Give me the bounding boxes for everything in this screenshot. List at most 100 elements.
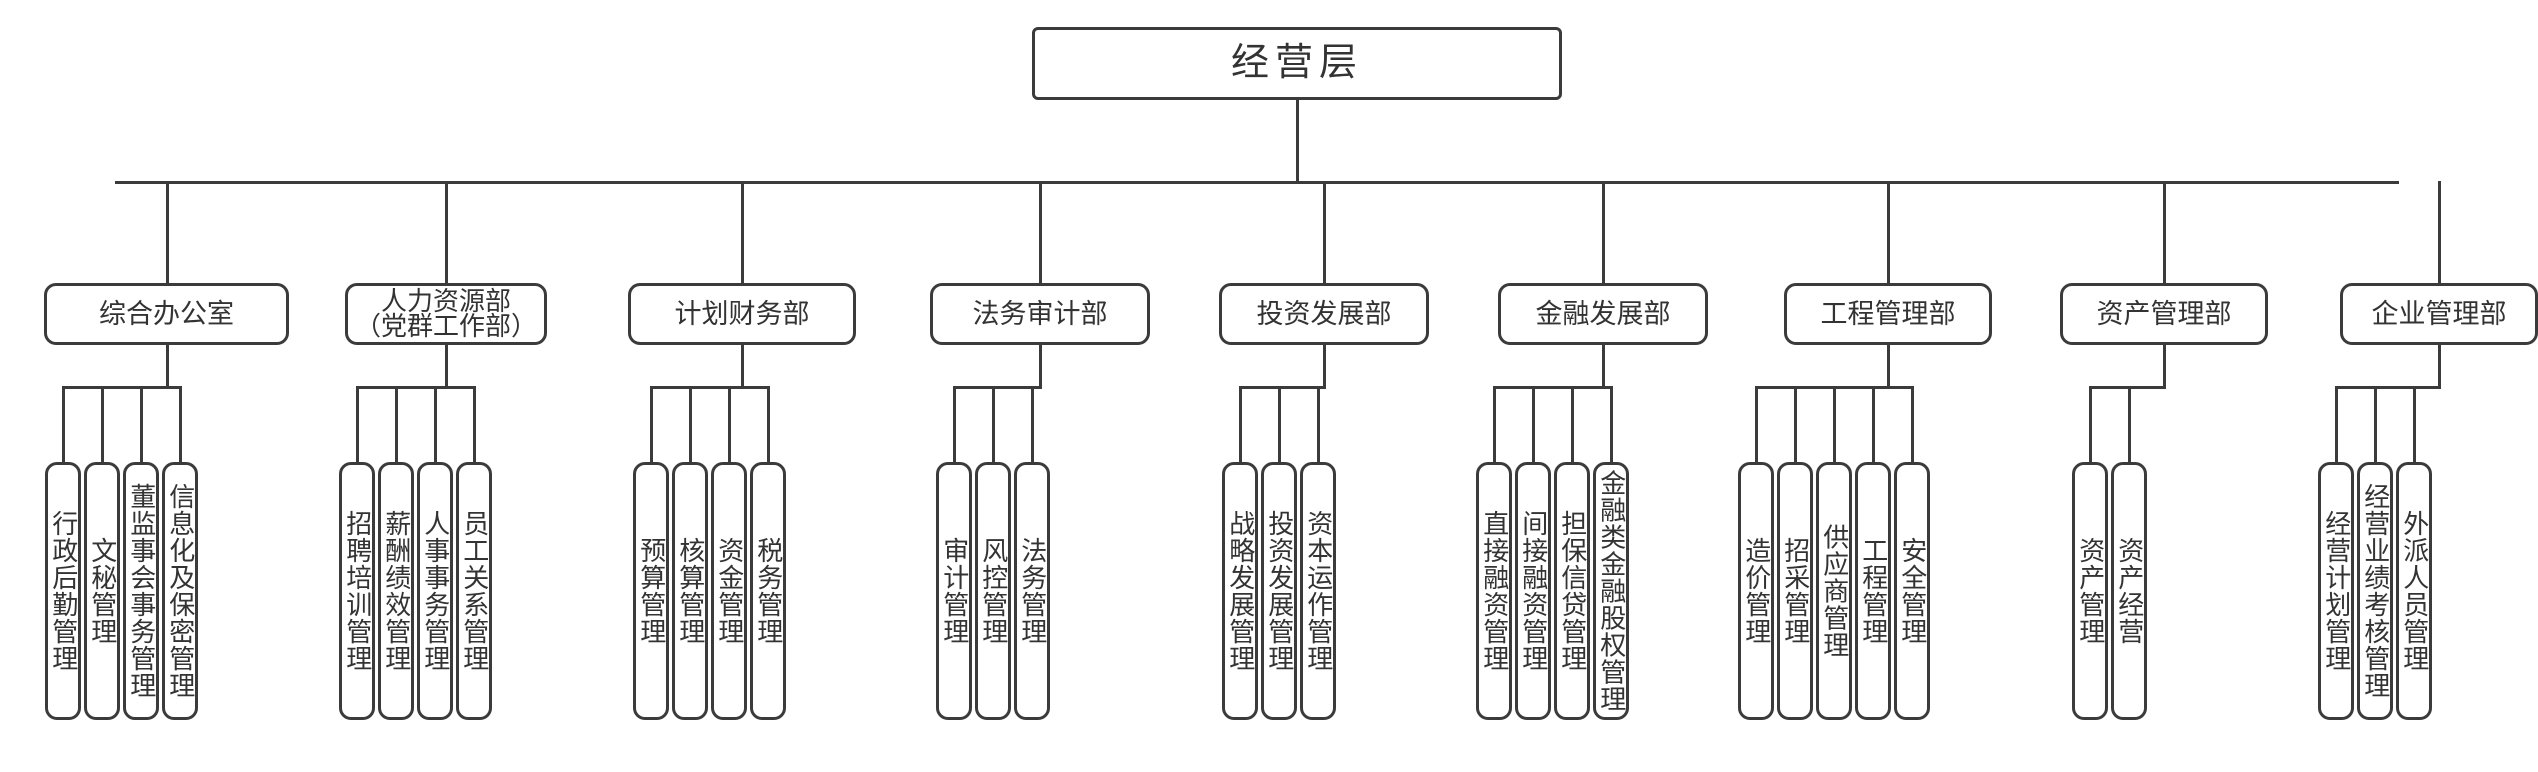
- leaf-node-1-2[interactable]: 文秘管理: [84, 462, 120, 720]
- leaf-node-1-4[interactable]: 信息化及保密管理: [162, 462, 198, 720]
- dept-node-label-8: 资产管理部: [2096, 298, 2232, 329]
- leaf-node-6-1[interactable]: 直接融资管理: [1476, 462, 1512, 720]
- leaf-stem-6-4: [1610, 386, 1613, 466]
- leaf-node-3-2[interactable]: 核算管理: [672, 462, 708, 720]
- leaf-node-2-2[interactable]: 薪酬绩效管理: [378, 462, 414, 720]
- leaf-node-label-7-1: 造价管理: [1741, 537, 1772, 645]
- leaf-node-label-3-4: 税务管理: [753, 537, 784, 645]
- leaf-node-7-5[interactable]: 安全管理: [1894, 462, 1930, 720]
- leaf-stem-7-3: [1833, 386, 1836, 466]
- leaf-node-8-2[interactable]: 资产经营: [2111, 462, 2147, 720]
- leaf-stem-9-3: [2413, 386, 2416, 466]
- dept-node-2[interactable]: 人力资源部 （党群工作部）: [345, 283, 547, 345]
- leaf-node-label-3-2: 核算管理: [675, 537, 706, 645]
- leaf-node-label-2-4: 员工关系管理: [459, 510, 490, 672]
- leaf-node-3-3[interactable]: 资金管理: [711, 462, 747, 720]
- leaf-stem-6-1: [1493, 386, 1496, 466]
- dept-node-label-5: 投资发展部: [1256, 298, 1392, 329]
- dept-stem-top-4: [1039, 181, 1042, 283]
- leaf-stem-1-2: [101, 386, 104, 466]
- dept-stem-bottom-7: [1887, 345, 1890, 389]
- leaf-stem-7-4: [1872, 386, 1875, 466]
- dept-node-4[interactable]: 法务审计部: [930, 283, 1150, 345]
- leaf-stem-8-1: [2089, 386, 2092, 466]
- leaf-node-5-3[interactable]: 资本运作管理: [1300, 462, 1336, 720]
- leaf-node-7-2[interactable]: 招采管理: [1777, 462, 1813, 720]
- dept-stem-bottom-8: [2163, 345, 2166, 389]
- leaf-node-6-4[interactable]: 金融类金融股权管理: [1593, 462, 1629, 720]
- leaf-stem-2-1: [356, 386, 359, 466]
- leaf-node-4-3[interactable]: 法务管理: [1014, 462, 1050, 720]
- root-node-management-level[interactable]: 经营层: [1032, 27, 1562, 100]
- leaf-node-label-3-1: 预算管理: [636, 537, 667, 645]
- dept-stem-bottom-6: [1602, 345, 1605, 389]
- leaf-node-1-3[interactable]: 董监事会事务管理: [123, 462, 159, 720]
- sub-bus-line-7: [1755, 386, 1914, 389]
- leaf-stem-1-4: [179, 386, 182, 466]
- leaf-node-label-7-5: 安全管理: [1897, 537, 1928, 645]
- leaf-stem-7-5: [1911, 386, 1914, 466]
- leaf-node-label-4-1: 审计管理: [939, 537, 970, 645]
- leaf-node-2-3[interactable]: 人事事务管理: [417, 462, 453, 720]
- leaf-node-label-2-3: 人事事务管理: [420, 510, 451, 672]
- leaf-node-6-3[interactable]: 担保信贷管理: [1554, 462, 1590, 720]
- dept-node-3[interactable]: 计划财务部: [628, 283, 856, 345]
- dept-node-7[interactable]: 工程管理部: [1784, 283, 1992, 345]
- leaf-node-9-3[interactable]: 外派人员管理: [2396, 462, 2432, 720]
- dept-stem-bottom-9: [2438, 345, 2441, 389]
- dept-node-9[interactable]: 企业管理部: [2340, 283, 2538, 345]
- dept-stem-bottom-3: [741, 345, 744, 389]
- sub-bus-line-3: [650, 386, 770, 389]
- leaf-stem-3-1: [650, 386, 653, 466]
- leaf-node-3-4[interactable]: 税务管理: [750, 462, 786, 720]
- leaf-node-label-4-3: 法务管理: [1017, 537, 1048, 645]
- leaf-node-4-2[interactable]: 风控管理: [975, 462, 1011, 720]
- dept-node-label-3: 计划财务部: [674, 298, 810, 329]
- leaf-node-7-1[interactable]: 造价管理: [1738, 462, 1774, 720]
- leaf-node-label-3-3: 资金管理: [714, 537, 745, 645]
- leaf-stem-8-2: [2128, 386, 2131, 466]
- dept-stem-bottom-2: [445, 345, 448, 389]
- leaf-stem-9-1: [2335, 386, 2338, 466]
- leaf-node-5-2[interactable]: 投资发展管理: [1261, 462, 1297, 720]
- leaf-node-1-1[interactable]: 行政后勤管理: [45, 462, 81, 720]
- leaf-node-8-1[interactable]: 资产管理: [2072, 462, 2108, 720]
- leaf-node-label-5-2: 投资发展管理: [1264, 510, 1295, 672]
- leaf-stem-5-3: [1317, 386, 1320, 466]
- leaf-node-2-1[interactable]: 招聘培训管理: [339, 462, 375, 720]
- dept-node-6[interactable]: 金融发展部: [1498, 283, 1708, 345]
- leaf-node-9-1[interactable]: 经营计划管理: [2318, 462, 2354, 720]
- dept-stem-top-6: [1602, 181, 1605, 283]
- dept-node-8[interactable]: 资产管理部: [2060, 283, 2268, 345]
- leaf-node-4-1[interactable]: 审计管理: [936, 462, 972, 720]
- leaf-node-label-8-2: 资产经营: [2114, 537, 2145, 645]
- leaf-node-9-2[interactable]: 经营业绩考核管理: [2357, 462, 2393, 720]
- leaf-stem-2-2: [395, 386, 398, 466]
- leaf-node-label-7-4: 工程管理: [1858, 537, 1889, 645]
- leaf-stem-5-1: [1239, 386, 1242, 466]
- dept-node-label-9: 企业管理部: [2371, 298, 2507, 329]
- leaf-node-label-9-1: 经营计划管理: [2321, 510, 2352, 672]
- dept-node-label-4: 法务审计部: [972, 298, 1108, 329]
- leaf-node-3-1[interactable]: 预算管理: [633, 462, 669, 720]
- leaf-node-label-5-3: 资本运作管理: [1303, 510, 1334, 672]
- leaf-node-label-1-3: 董监事会事务管理: [126, 483, 157, 699]
- dept-node-1[interactable]: 综合办公室: [44, 283, 289, 345]
- leaf-stem-1-3: [140, 386, 143, 466]
- leaf-node-2-4[interactable]: 员工关系管理: [456, 462, 492, 720]
- leaf-node-7-4[interactable]: 工程管理: [1855, 462, 1891, 720]
- leaf-node-5-1[interactable]: 战略发展管理: [1222, 462, 1258, 720]
- leaf-node-label-8-1: 资产管理: [2075, 537, 2106, 645]
- leaf-node-6-2[interactable]: 间接融资管理: [1515, 462, 1551, 720]
- sub-bus-line-8: [2089, 386, 2166, 389]
- dept-stem-top-8: [2163, 181, 2166, 283]
- leaf-stem-7-1: [1755, 386, 1758, 466]
- leaf-node-7-3[interactable]: 供应商管理: [1816, 462, 1852, 720]
- leaf-stem-4-2: [992, 386, 995, 466]
- leaf-node-label-2-1: 招聘培训管理: [342, 510, 373, 672]
- leaf-node-label-6-4: 金融类金融股权管理: [1596, 469, 1627, 713]
- leaf-node-label-7-2: 招采管理: [1780, 537, 1811, 645]
- dept-stem-top-2: [445, 181, 448, 283]
- dept-node-5[interactable]: 投资发展部: [1219, 283, 1429, 345]
